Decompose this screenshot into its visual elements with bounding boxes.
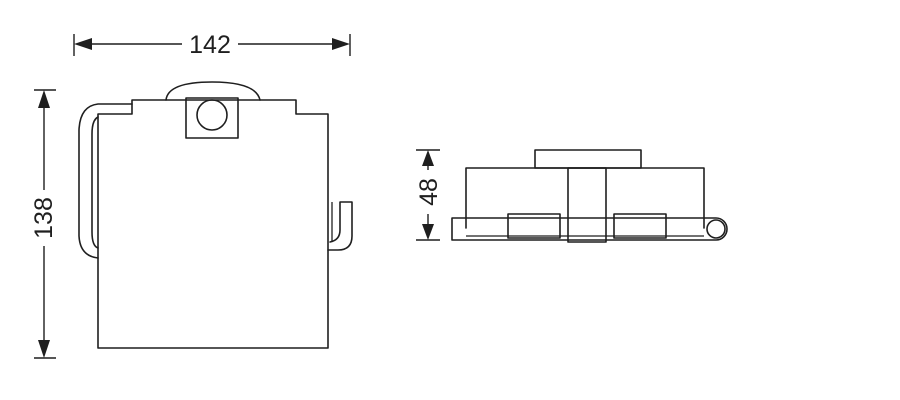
width-label: 142 [189, 31, 231, 59]
cover-plate [97, 99, 329, 349]
depth-arrow-bottom [422, 224, 434, 240]
side-post [567, 167, 607, 243]
right-hook [327, 201, 353, 251]
width-arrow-left [74, 38, 92, 50]
holder-arm-outer [78, 103, 133, 259]
hub-block [185, 97, 239, 139]
side-bar-end [706, 219, 726, 239]
height-arrow-bottom [38, 340, 50, 358]
depth-label: 48 [415, 178, 443, 206]
side-mount-plate [534, 149, 642, 169]
side-clip-left [507, 213, 561, 239]
holder-arm-inner [91, 116, 99, 249]
depth-arrow-top [422, 150, 434, 166]
side-view [451, 149, 728, 243]
side-clip-right [613, 213, 667, 239]
width-dimension: 142 [73, 31, 351, 59]
side-body [465, 167, 705, 229]
front-view [78, 81, 353, 349]
side-bar [451, 217, 728, 241]
mount-flange [165, 81, 261, 101]
width-arrow-right [332, 38, 350, 50]
hub-knob [196, 99, 228, 131]
height-label: 138 [30, 197, 58, 239]
height-dimension: 138 [30, 89, 58, 359]
height-arrow-top [38, 90, 50, 108]
depth-dimension: 48 [415, 149, 443, 241]
